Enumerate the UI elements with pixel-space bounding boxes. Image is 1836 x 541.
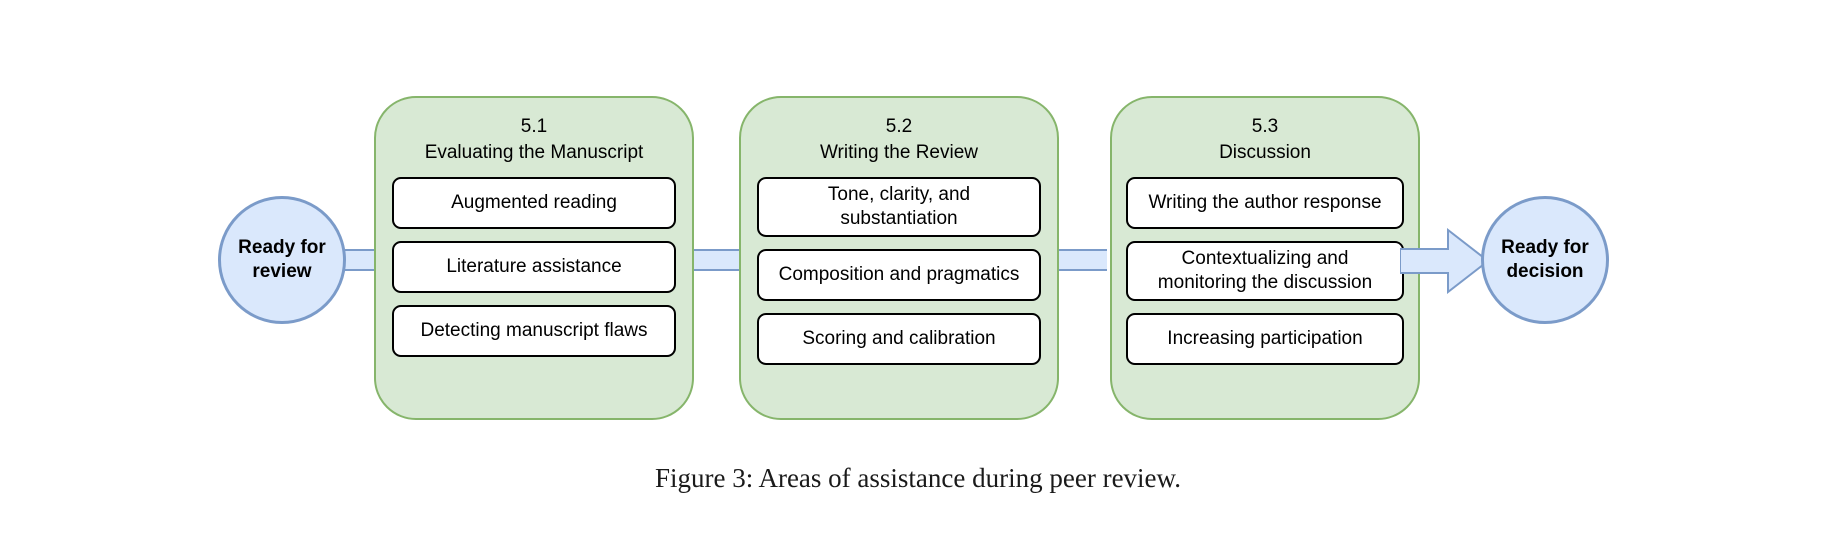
stage-3-item-1: Writing the author response <box>1126 177 1404 230</box>
stage-panel-5-3: 5.3 Discussion Writing the author respon… <box>1110 96 1420 420</box>
stage-3-items: Writing the author response Contextualiz… <box>1112 177 1418 365</box>
stage-1-item-3: Detecting manuscript flaws <box>392 305 676 358</box>
stage-1-header: 5.1 Evaluating the Manuscript <box>425 114 644 165</box>
stage-2-item-3: Scoring and calibration <box>757 312 1041 365</box>
terminal-ready-for-decision: Ready for decision <box>1481 196 1609 324</box>
figure-caption: Figure 3: Areas of assistance during pee… <box>654 463 1182 493</box>
arrow-right-icon <box>1400 228 1490 294</box>
stage-3-item-3: Increasing participation <box>1126 312 1404 365</box>
stage-1-item-2: Literature assistance <box>392 241 676 294</box>
stage-1-title: Evaluating the Manuscript <box>424 141 644 163</box>
stage-3-number: 5.3 <box>1251 116 1279 137</box>
stage-2-items: Tone, clarity, and substantiation Compos… <box>741 177 1057 365</box>
stage-3-header: 5.3 Discussion <box>1219 114 1311 165</box>
connector-start-to-stage-1 <box>338 249 380 271</box>
terminal-start-label: Ready for review <box>238 236 326 282</box>
stage-1-item-1: Augmented reading <box>392 177 676 230</box>
stage-2-item-1: Tone, clarity, and substantiation <box>757 177 1041 237</box>
stage-3-item-2: Contextualizing and monitoring the discu… <box>1126 241 1404 301</box>
connector-stage-2-to-stage-3 <box>1057 249 1107 271</box>
stage-panel-5-2: 5.2 Writing the Review Tone, clarity, an… <box>739 96 1059 420</box>
terminal-end-label: Ready for decision <box>1501 236 1589 282</box>
stage-2-header: 5.2 Writing the Review <box>820 114 978 165</box>
stage-2-item-2: Composition and pragmatics <box>757 248 1041 301</box>
stage-panel-5-1: 5.1 Evaluating the Manuscript Augmented … <box>374 96 694 420</box>
stage-1-items: Augmented reading Literature assistance … <box>376 177 692 358</box>
stage-2-title: Writing the Review <box>819 141 979 163</box>
stage-1-number: 5.1 <box>520 116 548 137</box>
terminal-ready-for-review: Ready for review <box>218 196 346 324</box>
connector-stage-1-to-stage-2 <box>690 249 740 271</box>
stage-2-number: 5.2 <box>885 116 913 137</box>
stage-3-title: Discussion <box>1219 141 1311 163</box>
